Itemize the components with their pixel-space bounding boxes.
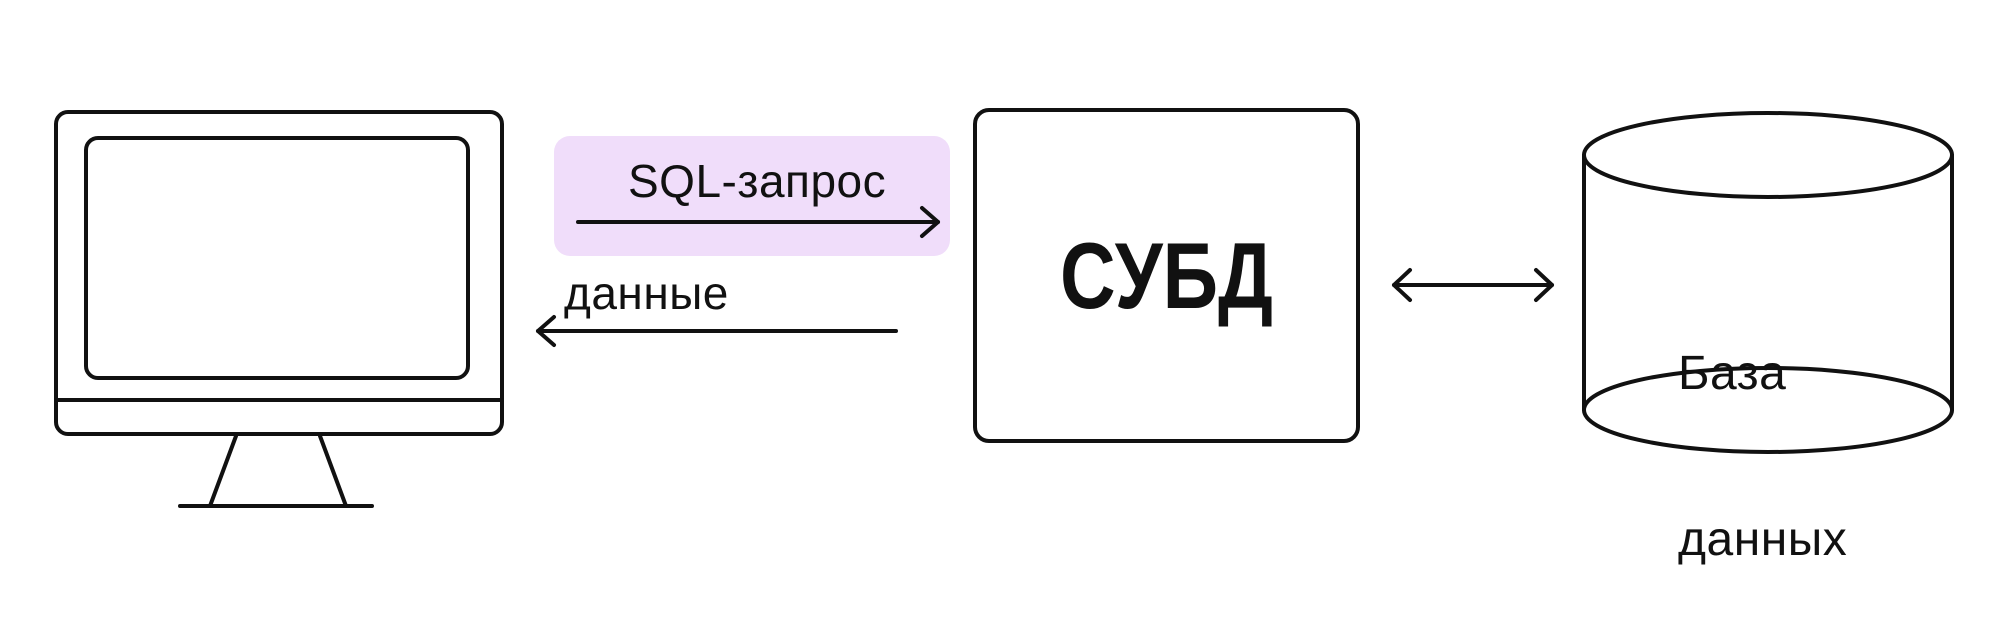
- database-label: База данных: [1678, 236, 1847, 622]
- response-arrow: [536, 315, 898, 347]
- computer-monitor-icon: [54, 110, 504, 508]
- monitor-screen: [84, 136, 470, 380]
- request-highlight: [554, 136, 950, 256]
- dbms-box: [973, 108, 1360, 443]
- dbms-label: СУБД: [1060, 222, 1273, 328]
- monitor-stand: [208, 434, 348, 508]
- database-label-line-1: База: [1678, 347, 1787, 401]
- database-label-line-2: данных: [1678, 512, 1848, 566]
- monitor-frame: [54, 110, 504, 436]
- sql-request-label: SQL-запрос: [628, 155, 887, 207]
- request-arrow: [576, 206, 940, 238]
- bidirectional-arrow: [1392, 268, 1554, 302]
- database-cylinder-icon: [1582, 111, 1954, 454]
- data-response-label: данные: [564, 267, 729, 319]
